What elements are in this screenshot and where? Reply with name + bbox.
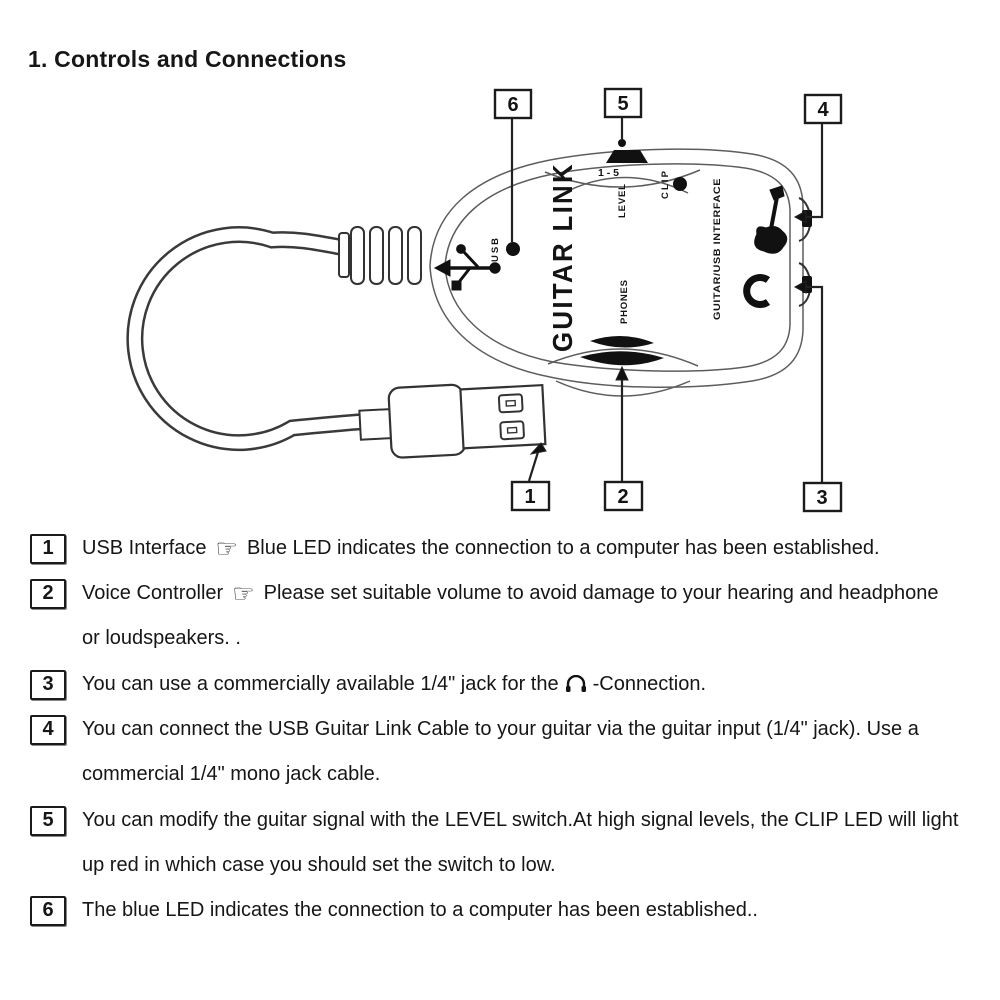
- item-text: -Connection.: [592, 673, 707, 695]
- strain-relief-rib: [388, 226, 403, 285]
- volume-wheel-arc: [590, 335, 654, 348]
- item-text: USB Interface: [82, 537, 207, 559]
- strain-relief-rib: [369, 226, 384, 285]
- item-number-badge: 2: [30, 579, 66, 609]
- clip-label: CLIP: [660, 170, 671, 199]
- item-text-line2: up red in which case you should set the …: [82, 854, 556, 876]
- item-text-line2: or loudspeakers. .: [82, 627, 241, 649]
- callout-box-1: [510, 480, 551, 512]
- plug-contact-notch: [506, 426, 518, 434]
- device-outline-outer: [429, 148, 804, 389]
- plug-contact-notch: [505, 399, 517, 407]
- electric-guitar-icon: [754, 185, 788, 254]
- item-text-line2: commercial 1/4" mono jack cable.: [82, 763, 381, 785]
- strain-relief-rib: [350, 226, 365, 285]
- usb-symbol-icon: [433, 244, 501, 291]
- headphones-icon: [565, 674, 587, 701]
- callout-box-4: [803, 93, 843, 125]
- legend-item-1: 1 USB Interface ☞ Blue LED indicates the c…: [30, 534, 880, 564]
- volume-wheel: [580, 335, 664, 366]
- usb-plug: [358, 383, 547, 459]
- page-title: 1. Controls and Connections: [28, 46, 347, 72]
- callout-number: 1: [524, 486, 535, 508]
- legend-item-2: 2 Voice Controller ☞ Please set suitable v…: [30, 579, 939, 652]
- legend-item-6: 6 The blue LED indicates the connection …: [30, 896, 758, 926]
- callout-box-5: [603, 87, 643, 119]
- item-number-badge: 1: [30, 534, 66, 564]
- level-label: LEVEL: [617, 184, 628, 218]
- callout-lines: [510, 117, 824, 482]
- blue-led: [506, 242, 520, 256]
- legend-item-5: 5 You can modify the guitar signal with …: [30, 806, 958, 879]
- level-switch-knob: [618, 139, 626, 147]
- cable-core: [128, 228, 371, 449]
- callout-box-2: [603, 480, 644, 512]
- item-text: You can connect the USB Guitar Link Cabl…: [82, 718, 919, 740]
- top-notch-curve: [544, 169, 701, 188]
- level-switch-body: [606, 150, 648, 163]
- strain-relief: [338, 226, 422, 285]
- item-number-badge: 3: [30, 670, 66, 700]
- callout-number: 2: [617, 486, 628, 508]
- interface-label: GUITAR/USB INTERFACE: [712, 178, 722, 320]
- item-number-badge: 6: [30, 896, 66, 926]
- item-text: Blue LED indicates the connection to a c…: [246, 537, 880, 559]
- callout-boxes: 6 5 4 1 2 3: [493, 87, 843, 513]
- phones-label: PHONES: [619, 280, 630, 324]
- level-range-label: 1 - 5: [598, 167, 619, 179]
- callout-number: 4: [817, 99, 829, 121]
- item-number-badge: 5: [30, 806, 66, 836]
- headphones-icon: [743, 274, 771, 308]
- device-body: [429, 148, 804, 397]
- item-number-badge: 4: [30, 715, 66, 745]
- item-text: You can use a commercially available 1/4…: [82, 673, 559, 695]
- callout-number: 6: [507, 94, 518, 116]
- strain-relief-rib: [407, 226, 422, 285]
- device-brand-label: GUITAR LINK: [547, 162, 578, 352]
- legend-list: 1 USB Interface ☞ Blue LED indicates the c…: [30, 0, 980, 1000]
- bottom-notch-curve: [547, 348, 699, 367]
- legend-item-4: 4 You can connect the USB Guitar Link Ca…: [30, 715, 919, 788]
- usb-cable-coil: [126, 226, 371, 452]
- level-switch: [606, 139, 648, 163]
- callout-box-3: [802, 481, 843, 513]
- item-text: Voice Controller: [82, 582, 224, 604]
- top-notch-curve: [559, 176, 689, 196]
- callout-number: 3: [816, 487, 827, 509]
- item-text: The blue LED indicates the connection to…: [82, 899, 758, 921]
- item-text: You can modify the guitar signal with th…: [82, 809, 959, 831]
- usb-label: USB: [490, 238, 501, 262]
- strain-relief-cap: [338, 232, 350, 278]
- item-text: Please set suitable volume to avoid dama…: [263, 582, 939, 604]
- legend-item-3: 3 You can use a commercially available 1…: [30, 670, 706, 701]
- clip-led: [673, 177, 687, 191]
- callout-number: 5: [617, 93, 628, 115]
- callout-box-6: [493, 88, 533, 120]
- pointing-hand-icon: ☞: [215, 535, 238, 563]
- pointing-hand-icon: ☞: [232, 580, 255, 608]
- volume-wheel-arc: [580, 351, 664, 366]
- device-diagram: GUITAR LINK USB 1 - 5 LEVEL CLIP PHONES …: [126, 87, 843, 513]
